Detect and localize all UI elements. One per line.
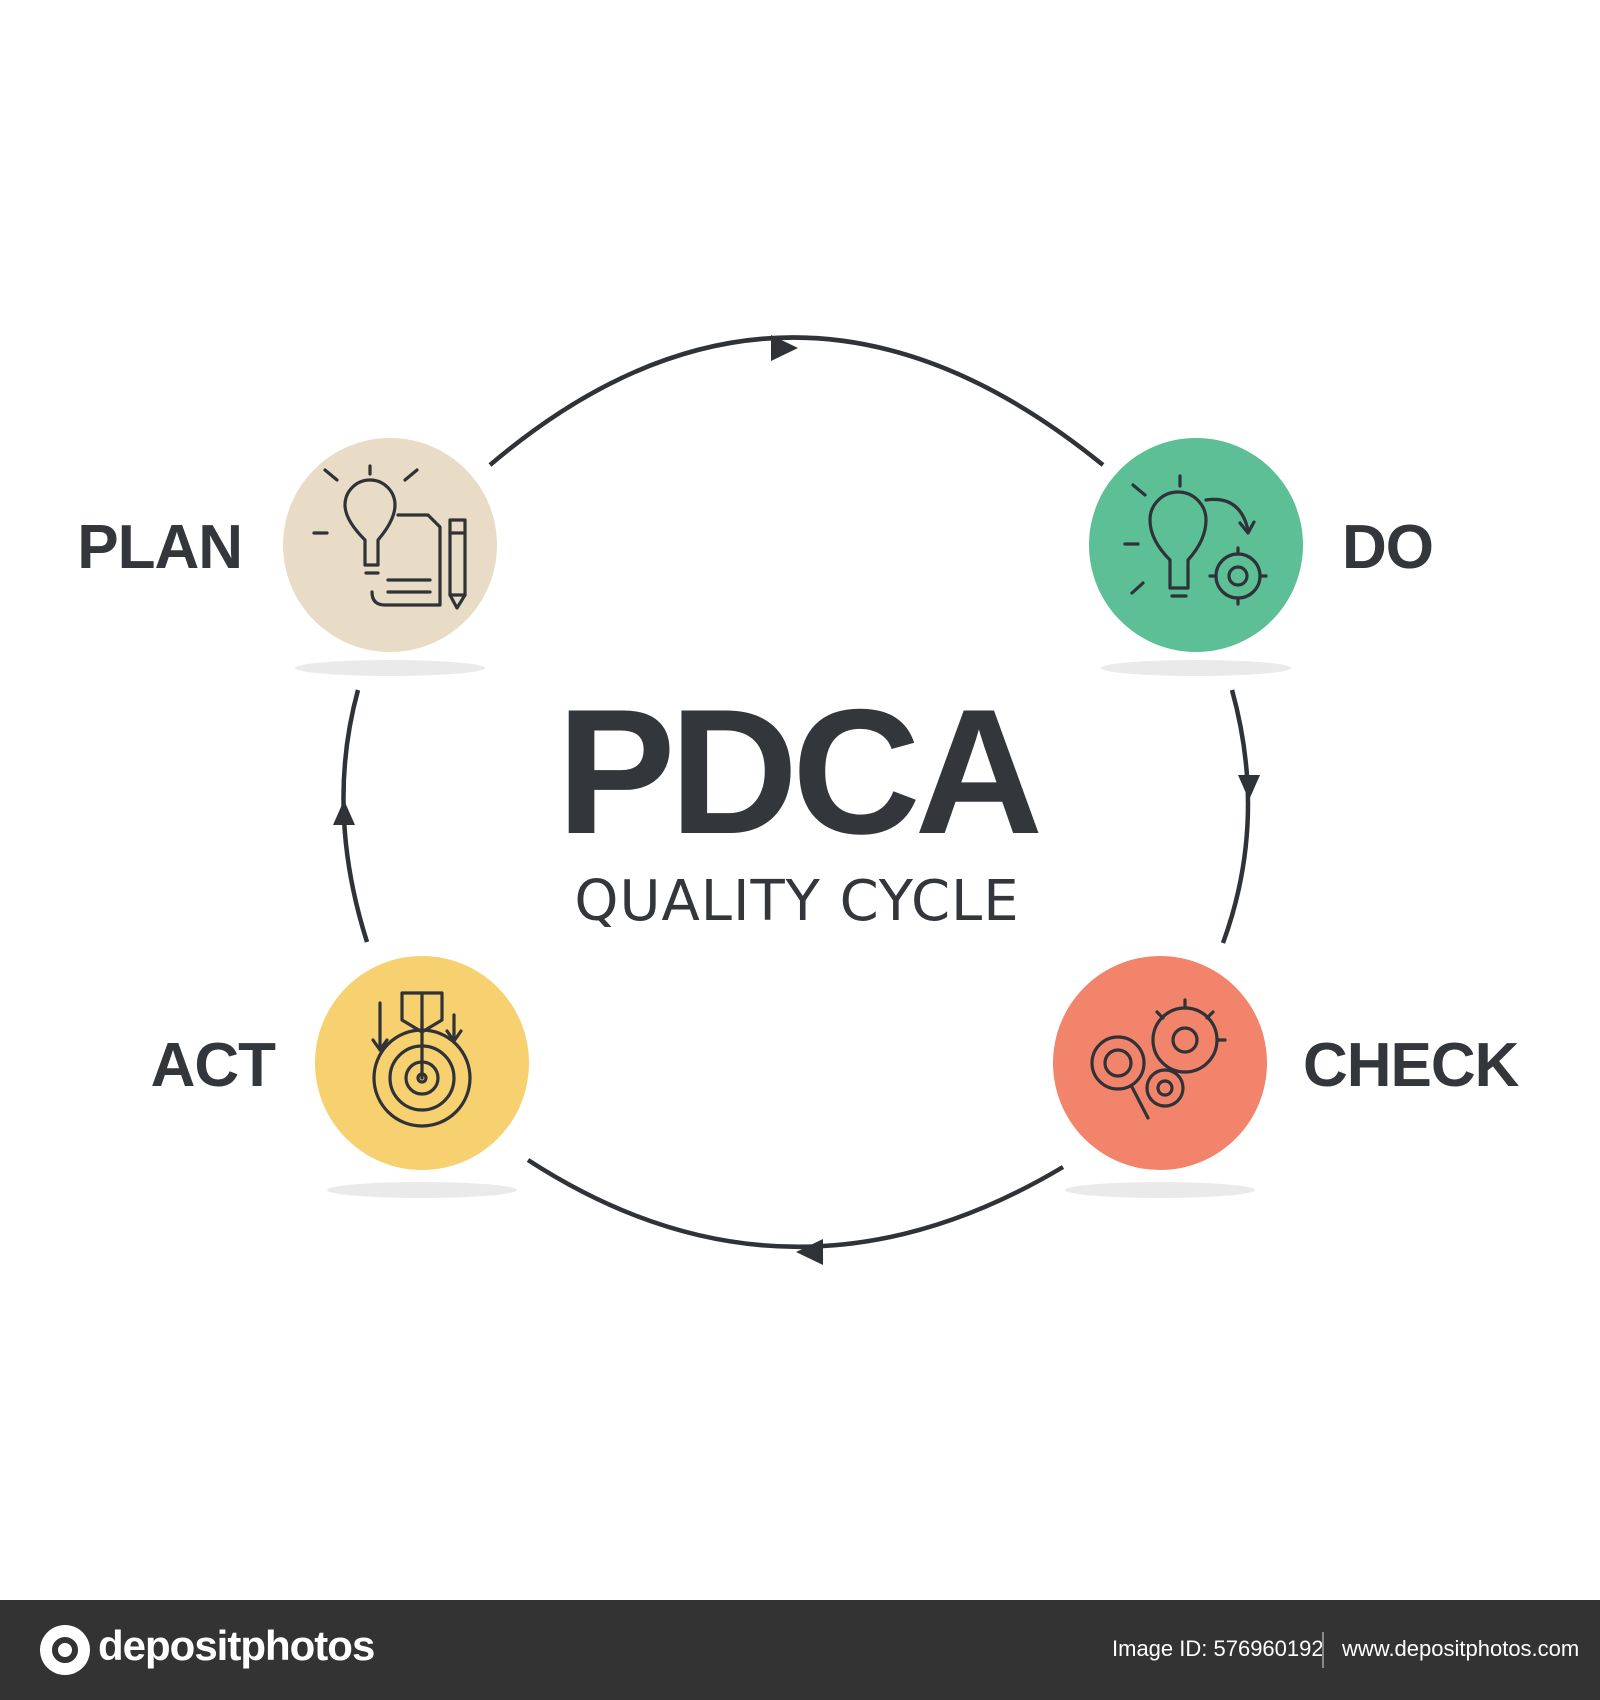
- do-node: [1089, 438, 1303, 652]
- arrow-head-top: [771, 335, 798, 361]
- footer-url-link[interactable]: www.depositphotos.com: [1342, 1636, 1580, 1661]
- footer-bar: depositphotos Image ID: 576960192 www.de…: [0, 1600, 1600, 1700]
- arc-do-to-check: [1220, 689, 1251, 944]
- act-label: ACT: [151, 1031, 277, 1100]
- arrow-head-left: [333, 800, 355, 825]
- arc-plan-to-do: [488, 335, 1105, 467]
- do-shadow: [1101, 660, 1291, 676]
- plan-circle: [283, 438, 497, 652]
- footer-divider: [1322, 1632, 1324, 1668]
- target-arrow-icon: [371, 991, 472, 1128]
- camera-icon: [40, 1625, 90, 1675]
- page-title: PDCA: [557, 672, 1039, 871]
- act-shadow: [327, 1182, 517, 1198]
- lightbulb-gear-icon: [1123, 474, 1268, 606]
- check-circle: [1053, 956, 1267, 1170]
- pdca-diagram: PLAN DO CHECK ACT PDCA QUALITY CYCLE: [77, 335, 1521, 1265]
- arrow-head-right: [1238, 775, 1260, 800]
- arrow-head-bottom: [796, 1239, 823, 1265]
- arc-check-to-act: [526, 1158, 1065, 1250]
- act-node: [315, 956, 529, 1170]
- plan-label: PLAN: [77, 513, 242, 582]
- brand-logo-text: depositphotos: [98, 1622, 375, 1669]
- do-label: DO: [1342, 513, 1433, 582]
- plan-node: [283, 438, 497, 652]
- lightbulb-document-pencil-icon: [312, 464, 467, 610]
- plan-shadow: [295, 660, 485, 676]
- check-node: [1053, 956, 1267, 1170]
- image-id: Image ID: 576960192: [1112, 1636, 1324, 1661]
- page-subtitle: QUALITY CYCLE: [574, 869, 1019, 934]
- check-shadow: [1065, 1182, 1255, 1198]
- magnifier-gears-icon: [1090, 998, 1227, 1120]
- do-circle: [1089, 438, 1303, 652]
- check-label: CHECK: [1303, 1031, 1520, 1100]
